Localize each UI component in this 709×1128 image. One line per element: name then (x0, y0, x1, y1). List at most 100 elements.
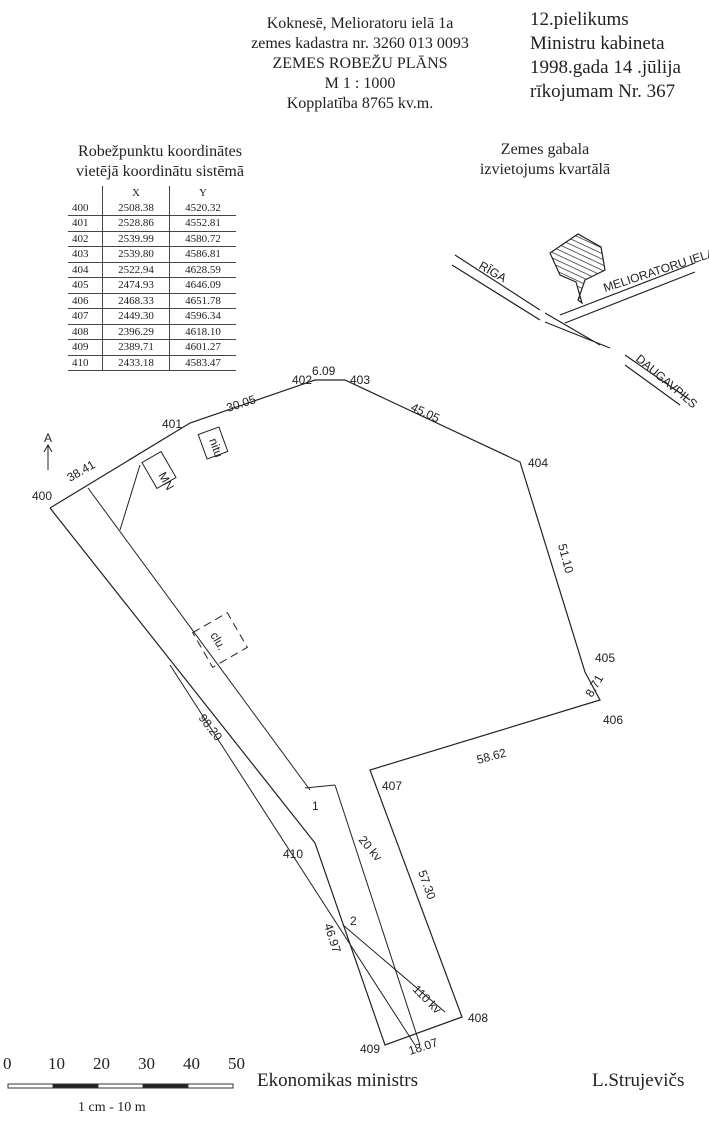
scale-tick-label: 10 (48, 1054, 65, 1073)
fence-line (119, 464, 141, 531)
scale-caption: 1 cm - 10 m (78, 1100, 146, 1115)
annex-line: 12.pielikums (530, 9, 629, 30)
y-cell: 4628.59 (169, 262, 236, 278)
location-title-line: izvietojums kvartālā (479, 161, 611, 178)
y-cell: 4596.34 (169, 308, 236, 325)
road-daugavpils (624, 354, 691, 406)
point-405: 405 (595, 651, 615, 665)
dist-406-407: 58.62 (475, 746, 508, 767)
label-daugavpils: DAUGAVPILS (633, 352, 700, 411)
point-409: 409 (360, 1042, 380, 1056)
dist-407-408: 57.30 (415, 868, 439, 901)
total-area: Kopplatība 8765 kv.m. (286, 95, 434, 112)
dist-400-401: 38.41 (65, 457, 98, 484)
line-407-side (334, 784, 421, 1046)
table-header: X Y (68, 186, 236, 201)
x-cell: 2508.38 (102, 200, 170, 216)
scale-tick-label: 40 (183, 1054, 200, 1073)
building-label: nitu (206, 436, 226, 459)
plan-title: ZEMES ROBEŽU PLĀNS (272, 55, 448, 72)
y-cell: 4618.10 (169, 324, 236, 340)
marker-2: 2 (350, 914, 357, 928)
point-id-cell: 402 (68, 231, 103, 247)
parcel-boundary (49, 379, 601, 1046)
y-cell: 4583.47 (169, 355, 236, 371)
y-cell: 4586.81 (169, 246, 236, 263)
annex-block: 12.pielikums Ministru kabineta 1998.gada… (530, 8, 681, 104)
marker-1: 1 (312, 799, 319, 813)
point-id-cell: 405 (68, 277, 103, 294)
point-406: 406 (603, 713, 623, 727)
signatory-name: L.Strujevičs (592, 1070, 685, 1091)
powerline-20kv (169, 664, 416, 1046)
point-403: 403 (350, 373, 370, 387)
signatory-position: Ekonomikas ministrs (257, 1070, 418, 1091)
dist-409-410: 46.97 (321, 922, 344, 955)
dist-410-400: 98.20 (196, 711, 226, 744)
location-map (451, 233, 696, 406)
powerline-label-110kv: 110 kv (410, 982, 444, 1016)
x-cell: 2449.30 (102, 308, 170, 325)
point-id-cell: 404 (68, 262, 103, 278)
north-arrow-icon (43, 443, 53, 470)
annex-line: rīkojumam Nr. 367 (530, 81, 676, 102)
x-cell: 2522.94 (102, 262, 170, 278)
road-meliorat (559, 262, 696, 324)
address: Koknesē, Melioratoru ielā 1a (266, 15, 454, 32)
tie-line (304, 784, 336, 789)
dist-408-409: 18.07 (407, 1035, 440, 1058)
cadastre-number: zemes kadastra nr. 3260 013 0093 (251, 35, 469, 52)
scale-tick-label: 30 (138, 1054, 155, 1073)
x-cell: 2389.71 (102, 339, 170, 356)
y-cell: 4520.32 (169, 200, 236, 216)
dist-402-403: 6.09 (312, 364, 336, 378)
point-408: 408 (468, 1011, 488, 1025)
y-cell: 4552.81 (169, 215, 236, 232)
point-id-cell: 406 (68, 293, 103, 309)
point-401: 401 (162, 417, 182, 431)
powerline-label-20kv: 20 kv (356, 833, 385, 864)
x-cell: 2539.99 (102, 231, 170, 247)
y-cell: 4646.09 (169, 277, 236, 294)
y-cell: 4580.72 (169, 231, 236, 247)
col-header-x: X (102, 186, 170, 201)
dist-403-404: 45.05 (409, 400, 442, 426)
building-label: clu. (207, 630, 228, 653)
point-id-cell: 407 (68, 308, 103, 325)
road-edge (87, 487, 311, 791)
label-riga: RĪGA (477, 258, 509, 285)
dist-401-402: 30.05 (225, 392, 258, 415)
building-nitu (197, 426, 229, 460)
y-cell: 4601.27 (169, 339, 236, 356)
x-cell: 2474.93 (102, 277, 170, 294)
x-cell: 2468.33 (102, 293, 170, 309)
road-riga (451, 254, 611, 349)
point-id-cell: 409 (68, 339, 103, 356)
annex-line: 1998.gada 14 .jūlija (530, 57, 681, 78)
y-cell: 4651.78 (169, 293, 236, 309)
dist-405-406: 8.71 (582, 672, 606, 700)
scale-tick-label: 50 (228, 1054, 245, 1073)
point-id-cell: 410 (68, 355, 103, 371)
powerline-110kv (342, 924, 446, 1013)
point-402: 402 (292, 373, 312, 387)
point-410: 410 (283, 847, 303, 861)
coord-table-title: Robežpunktu koordinātes vietējā koordinā… (40, 142, 280, 182)
point-400: 400 (32, 489, 52, 503)
coord-title-line: Robežpunktu koordinātes (78, 143, 242, 160)
annex-line: Ministru kabineta (530, 33, 665, 54)
x-cell: 2396.29 (102, 324, 170, 340)
location-map-title: Zemes gabala izvietojums kvartālā (470, 140, 620, 180)
